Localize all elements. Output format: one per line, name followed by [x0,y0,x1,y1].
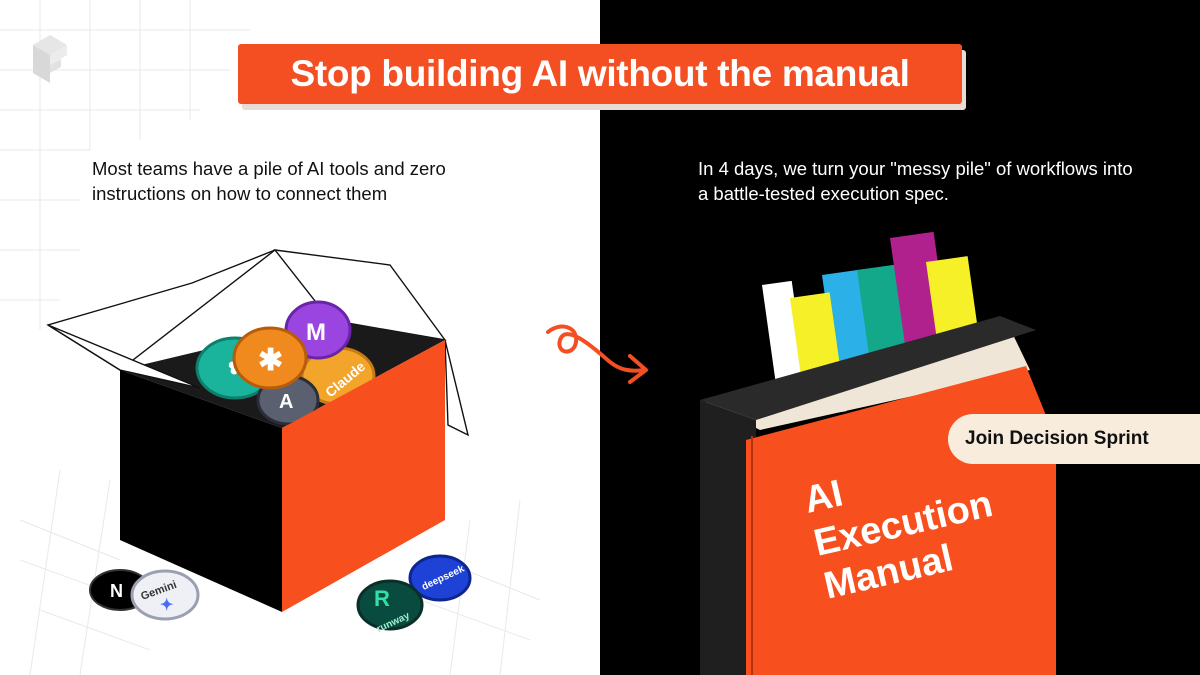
svg-text:N: N [110,581,123,601]
join-decision-sprint-button[interactable]: Join Decision Sprint [948,414,1200,464]
svg-text:R: R [374,586,390,611]
brand-logo-icon [33,35,67,83]
right-caption: In 4 days, we turn your "messy pile" of … [698,158,1133,204]
book-icon [700,231,1056,675]
svg-text:✦: ✦ [160,597,173,614]
deepseek-coin: deepseek [408,554,472,602]
svg-text:✱: ✱ [258,344,283,377]
runway-coin: R runway [356,579,424,635]
headline-banner: Stop building AI without the manual [238,44,962,104]
left-caption: Most teams have a pile of AI tools and z… [92,158,446,204]
open-box-icon: ✿ Claude M A ✱ [46,249,470,612]
svg-text:M: M [306,319,326,346]
svg-text:A: A [279,391,293,413]
coin-pile: ✿ Claude M A ✱ [195,300,376,426]
gemini-coin: N Gemini ✦ [89,569,200,621]
curly-arrow-icon [546,324,648,384]
